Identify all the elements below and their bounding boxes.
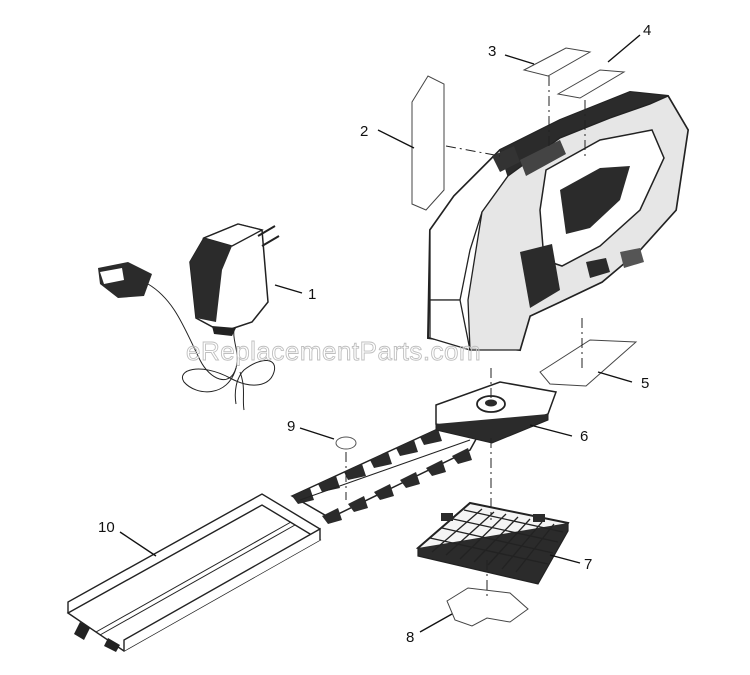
part-small-label-3 — [522, 47, 592, 77]
part-grid-plate — [415, 501, 570, 585]
callout-6: 6 — [580, 428, 588, 445]
callout-5: 5 — [641, 375, 649, 392]
part-charger — [98, 223, 280, 411]
part-side-label — [411, 75, 445, 211]
callout-8: 8 — [406, 629, 414, 646]
callout-7: 7 — [584, 556, 592, 573]
callout-3: 3 — [488, 43, 496, 60]
watermark-text: eReplacementParts.com — [186, 336, 481, 366]
part-trimmer-housing — [426, 90, 690, 352]
part-blade-cover — [66, 493, 322, 652]
part-blade-assembly — [290, 381, 558, 524]
callout-2: 2 — [360, 123, 368, 140]
part-base-label — [446, 587, 529, 627]
callout-4: 4 — [643, 22, 651, 39]
part-washer — [335, 436, 357, 450]
leader-lines — [119, 34, 641, 633]
callout-labels: 1 2 3 4 5 6 7 8 9 10 — [98, 22, 651, 646]
callout-9: 9 — [287, 418, 295, 435]
part-small-label-4 — [556, 69, 626, 99]
callout-10: 10 — [98, 519, 115, 536]
callout-1: 1 — [308, 286, 316, 303]
assembly-axes — [345, 76, 586, 600]
